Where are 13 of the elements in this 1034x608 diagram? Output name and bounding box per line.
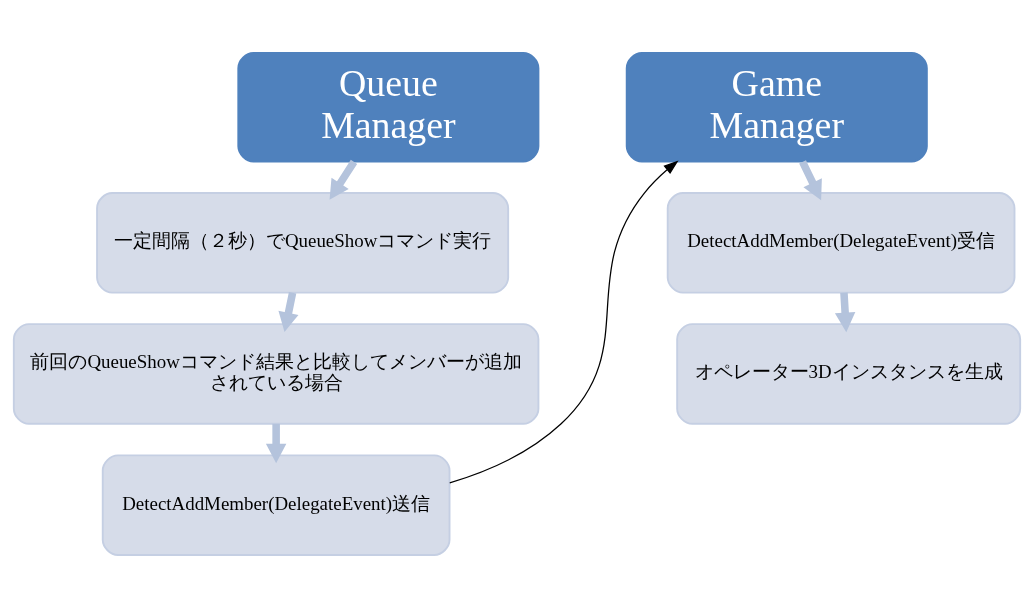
arrow [834, 292, 856, 333]
node-box: Game Manager [625, 52, 928, 163]
node-box: 一定間隔（２秒）でQueueShowコマンド実行 [96, 192, 510, 294]
arrow [449, 160, 679, 484]
node-box: オペレーター3Dインスタンスを生成 [676, 323, 1022, 425]
arrow [799, 160, 822, 201]
arrow [278, 291, 299, 332]
arrow [265, 423, 287, 464]
arrow [329, 159, 358, 200]
node-box: DetectAddMember(DelegateEvent)送信 [101, 454, 451, 556]
node-box: Queue Manager [237, 52, 540, 163]
node-box: 前回のQueueShowコマンド結果と比較してメンバーが追加されている場合 [12, 323, 540, 425]
node-box: DetectAddMember(DelegateEvent)受信 [666, 192, 1016, 294]
